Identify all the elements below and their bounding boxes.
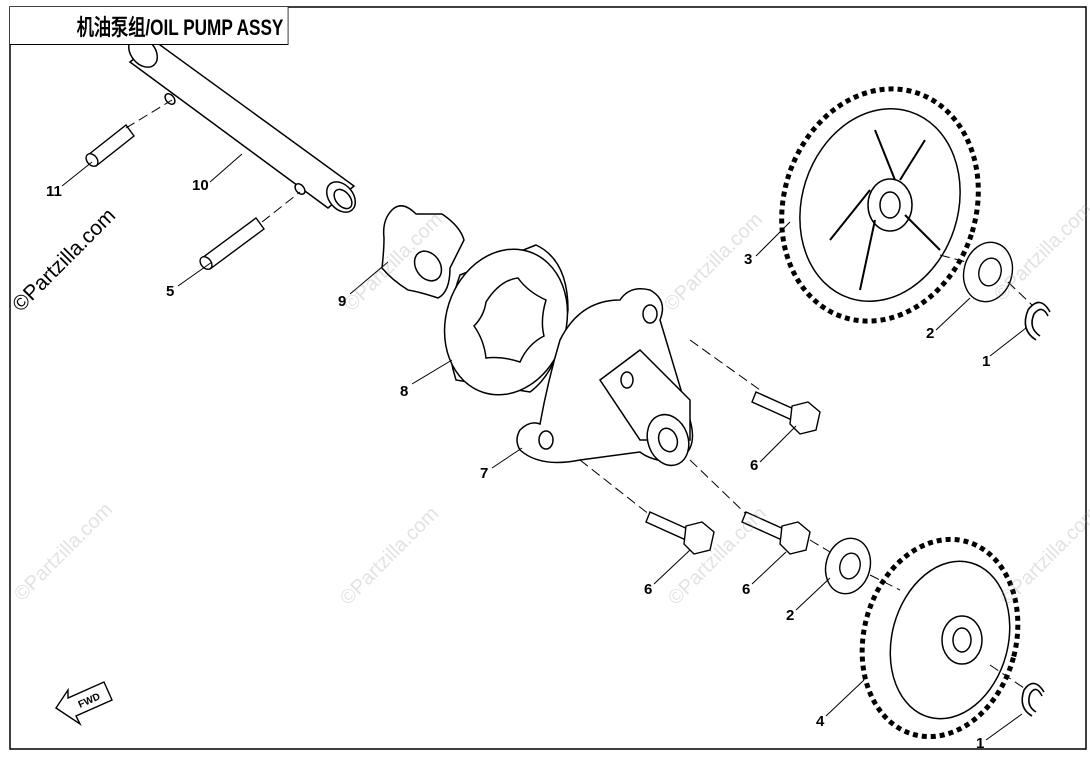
callout-10: 10: [192, 177, 209, 194]
bolt-part-6-lower-right: [741, 511, 811, 555]
callout-7: 7: [480, 465, 488, 482]
callout-6-lower-left: 6: [644, 581, 652, 598]
callout-4: 4: [816, 713, 825, 730]
bolt-part-6-upper: [751, 391, 821, 435]
large-gear-part-3: [779, 86, 981, 324]
small-gear-part-4: [859, 536, 1021, 740]
shaft-part-10: [127, 36, 357, 213]
callout-11: 11: [46, 183, 62, 200]
circlip-part-1-upper: [1024, 301, 1051, 341]
callout-2-lower: 2: [786, 607, 794, 624]
callout-2-upper: 2: [926, 325, 934, 342]
border: [9, 6, 1087, 750]
callout-6-lower-right: 6: [742, 581, 750, 598]
pump-housing-part-7: [516, 288, 694, 467]
washer-part-2-upper: [962, 241, 1014, 303]
callout-labels: 11 10 5 9 8 7 6 6 6 2 4 1 3 2 1: [46, 177, 990, 752]
bolt-part-6-lower-left: [645, 511, 715, 555]
pin-part-5: [199, 217, 265, 270]
callout-8: 8: [400, 383, 408, 400]
callout-9: 9: [338, 293, 346, 310]
callout-6-upper: 6: [750, 457, 758, 474]
pin-part-11: [85, 123, 135, 168]
title-text: 机油泵组/OIL PUMP ASSY: [76, 14, 284, 40]
diagram-title: 机油泵组/OIL PUMP ASSY: [10, 7, 289, 45]
outer-rotor-part-8: [443, 244, 569, 396]
washer-part-2-lower: [824, 537, 872, 595]
fwd-arrow-icon: FWD: [55, 681, 113, 727]
assembly-lines: [125, 99, 1033, 689]
callout-5: 5: [166, 283, 174, 300]
inner-rotor-part-9: [381, 205, 465, 299]
callout-1-lower: 1: [976, 735, 984, 752]
circlip-part-1-lower: [1021, 682, 1045, 717]
leader-lines: [61, 153, 1027, 741]
callout-1-upper: 1: [982, 353, 990, 370]
callout-3: 3: [744, 251, 752, 268]
